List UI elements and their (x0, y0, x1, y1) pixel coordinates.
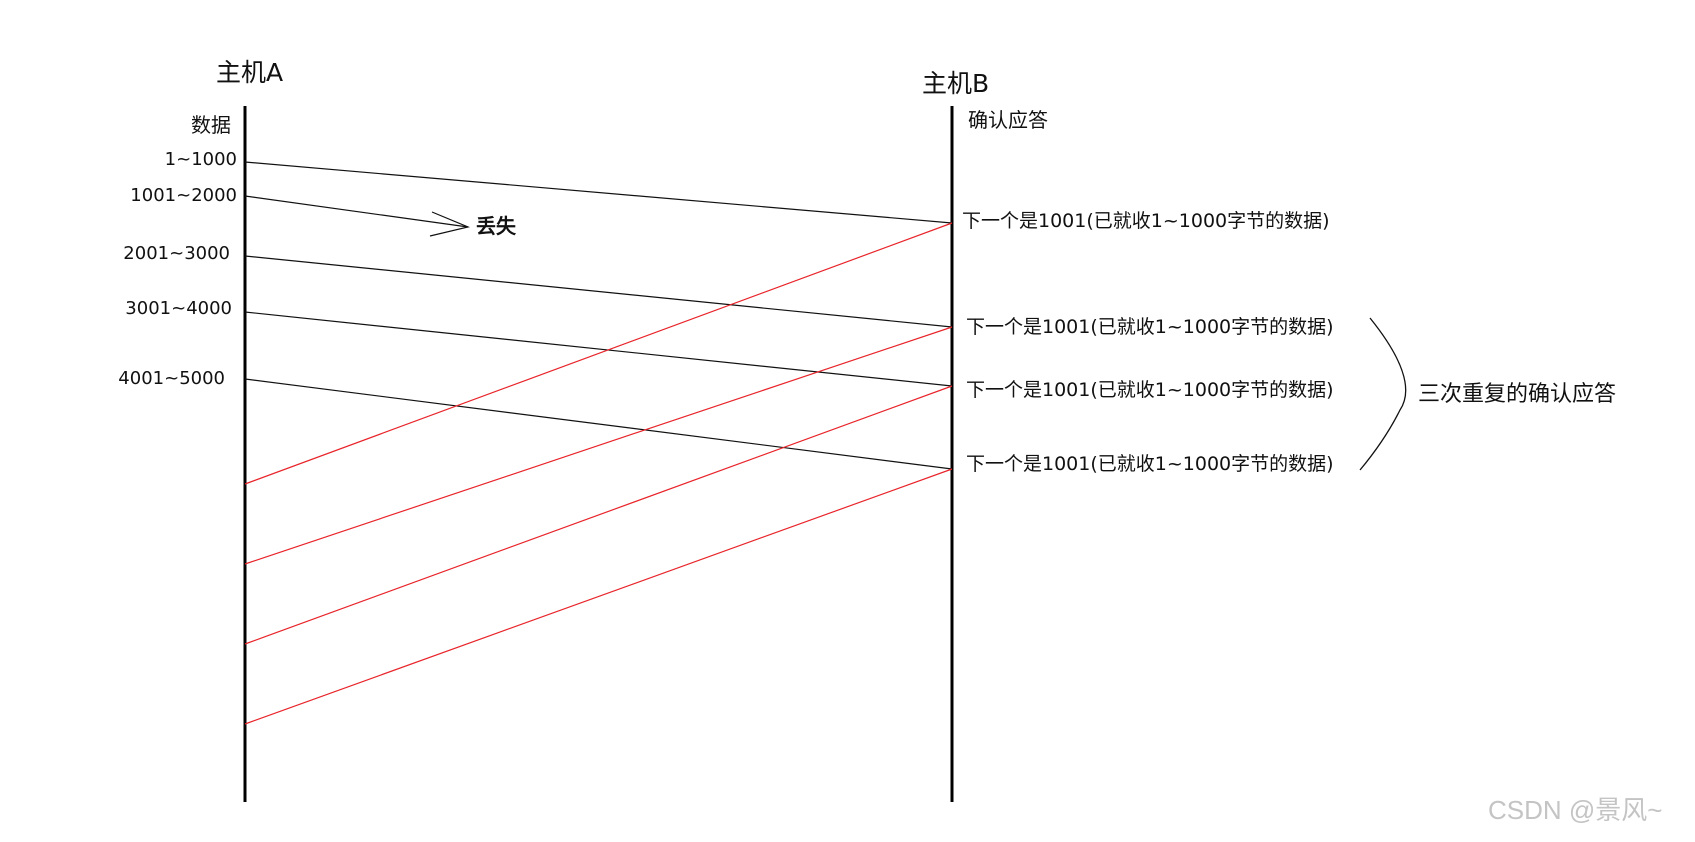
host-a-title: 主机A (216, 58, 284, 87)
host-a-column-label: 数据 (191, 113, 231, 137)
data-segment-arrows (244, 161, 953, 470)
host-b-title: 主机B (922, 69, 990, 98)
lost-arrowhead (429, 211, 470, 237)
segment-label: 3001~4000 (125, 298, 232, 319)
watermark: CSDN @景风~ (1488, 795, 1663, 825)
segment-1-arrow (244, 161, 953, 224)
segment-label: 4001~5000 (118, 368, 225, 389)
lost-label: 丢失 (476, 214, 516, 238)
ack-arrows (244, 222, 953, 725)
segment-4-arrow (244, 311, 953, 387)
segment-label: 1001~2000 (130, 185, 237, 206)
segment-label: 2001~3000 (123, 243, 230, 264)
timelines (243, 106, 954, 802)
ack-3-arrow (244, 385, 953, 645)
ack-label: 下一个是1001(已就收1~1000字节的数据) (966, 453, 1334, 475)
ack-4-arrow (244, 468, 953, 725)
ack-label: 下一个是1001(已就收1~1000字节的数据) (962, 210, 1330, 232)
ack-label: 下一个是1001(已就收1~1000字节的数据) (966, 379, 1334, 401)
segment-2-arrow (244, 195, 469, 228)
ack-2-arrow (244, 326, 953, 565)
ack-1-arrow (244, 222, 953, 485)
segment-5-arrow (244, 378, 953, 470)
ack-label: 下一个是1001(已就收1~1000字节的数据) (966, 316, 1334, 338)
duplicate-ack-label: 三次重复的确认应答 (1418, 382, 1617, 407)
duplicate-ack-brace (1359, 317, 1407, 471)
host-b-column-label: 确认应答 (968, 108, 1048, 132)
segment-3-arrow (244, 255, 953, 328)
segment-label: 1~1000 (164, 149, 237, 170)
